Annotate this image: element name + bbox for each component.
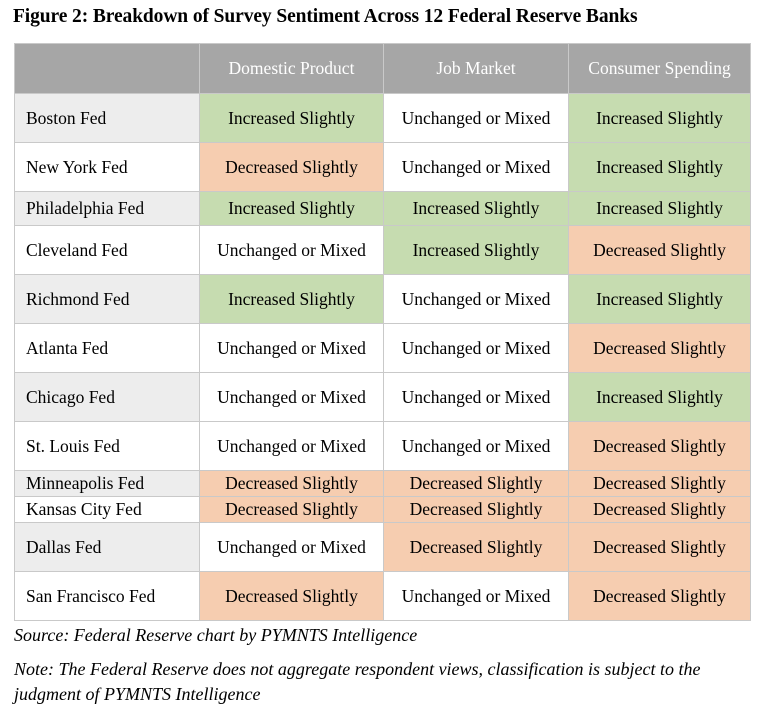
cell-domestic-product: Unchanged or Mixed	[199, 323, 384, 373]
cell-domestic-product: Decreased Slightly	[199, 496, 384, 523]
source-note: Source: Federal Reserve chart by PYMNTS …	[14, 625, 418, 645]
cell-job-market: Unchanged or Mixed	[383, 93, 569, 143]
cell-consumer-spending: Decreased Slightly	[568, 496, 751, 523]
cell-job-market: Increased Slightly	[383, 225, 569, 275]
cell-consumer-spending: Decreased Slightly	[568, 470, 751, 497]
cell-job-market: Unchanged or Mixed	[383, 571, 569, 621]
sentiment-table-container: Domestic Product Job Market Consumer Spe…	[14, 43, 751, 621]
method-note: Note: The Federal Reserve does not aggre…	[14, 659, 701, 704]
cell-domestic-product: Increased Slightly	[199, 93, 384, 143]
cell-job-market: Unchanged or Mixed	[383, 274, 569, 324]
cell-bank-name: St. Louis Fed	[14, 421, 200, 471]
cell-job-market: Increased Slightly	[383, 191, 569, 226]
cell-consumer-spending: Increased Slightly	[568, 274, 751, 324]
cell-domestic-product: Decreased Slightly	[199, 470, 384, 497]
cell-job-market: Unchanged or Mixed	[383, 142, 569, 192]
cell-job-market: Decreased Slightly	[383, 470, 569, 497]
cell-bank-name: Boston Fed	[14, 93, 200, 143]
cell-bank-name: Kansas City Fed	[14, 496, 200, 523]
cell-domestic-product: Decreased Slightly	[199, 571, 384, 621]
cell-bank-name: Philadelphia Fed	[14, 191, 200, 226]
column-header-job-market: Job Market	[383, 43, 569, 94]
column-header-bank	[14, 43, 200, 94]
cell-job-market: Unchanged or Mixed	[383, 372, 569, 422]
cell-consumer-spending: Decreased Slightly	[568, 522, 751, 572]
cell-domestic-product: Increased Slightly	[199, 274, 384, 324]
column-header-consumer-spending: Consumer Spending	[568, 43, 751, 94]
cell-bank-name: Chicago Fed	[14, 372, 200, 422]
cell-domestic-product: Decreased Slightly	[199, 142, 384, 192]
cell-consumer-spending: Increased Slightly	[568, 191, 751, 226]
cell-job-market: Decreased Slightly	[383, 496, 569, 523]
cell-consumer-spending: Decreased Slightly	[568, 571, 751, 621]
cell-bank-name: Cleveland Fed	[14, 225, 200, 275]
cell-domestic-product: Unchanged or Mixed	[199, 225, 384, 275]
cell-bank-name: Minneapolis Fed	[14, 470, 200, 497]
table-header: Domestic Product Job Market Consumer Spe…	[14, 43, 751, 94]
table-header-row: Domestic Product Job Market Consumer Spe…	[14, 43, 751, 94]
cell-consumer-spending: Increased Slightly	[568, 142, 751, 192]
cell-consumer-spending: Decreased Slightly	[568, 421, 751, 471]
cell-consumer-spending: Decreased Slightly	[568, 225, 751, 275]
sentiment-table: Domestic Product Job Market Consumer Spe…	[14, 43, 751, 621]
cell-bank-name: New York Fed	[14, 142, 200, 192]
figure-title: Figure 2: Breakdown of Survey Sentiment …	[13, 6, 638, 27]
cell-job-market: Unchanged or Mixed	[383, 323, 569, 373]
cell-domestic-product: Unchanged or Mixed	[199, 522, 384, 572]
cell-job-market: Decreased Slightly	[383, 522, 569, 572]
cell-bank-name: Dallas Fed	[14, 522, 200, 572]
cell-domestic-product: Unchanged or Mixed	[199, 372, 384, 422]
column-header-domestic-product: Domestic Product	[199, 43, 384, 94]
cell-job-market: Unchanged or Mixed	[383, 421, 569, 471]
cell-bank-name: San Francisco Fed	[14, 571, 200, 621]
cell-domestic-product: Increased Slightly	[199, 191, 384, 226]
cell-domestic-product: Unchanged or Mixed	[199, 421, 384, 471]
cell-consumer-spending: Increased Slightly	[568, 93, 751, 143]
cell-bank-name: Richmond Fed	[14, 274, 200, 324]
cell-consumer-spending: Decreased Slightly	[568, 323, 751, 373]
cell-consumer-spending: Increased Slightly	[568, 372, 751, 422]
cell-bank-name: Atlanta Fed	[14, 323, 200, 373]
